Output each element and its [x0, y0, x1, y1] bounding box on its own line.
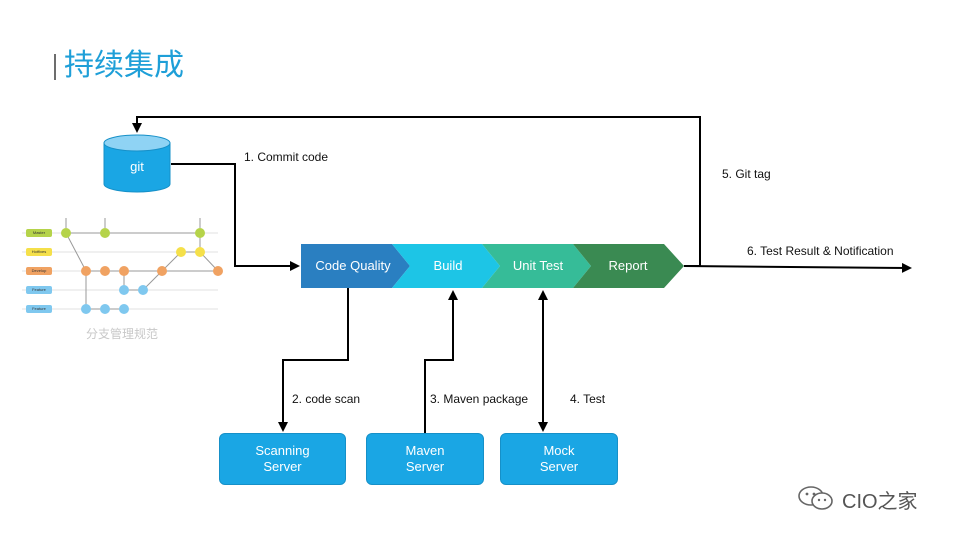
branch-diagram [22, 218, 223, 314]
mock-server-line2: Server [539, 459, 579, 474]
page-title: 持续集成 [64, 48, 184, 83]
scanning-server-line2: Server [263, 459, 302, 474]
stage-code-quality [301, 244, 410, 288]
step-code-scan-label: 2. code scan [292, 392, 361, 406]
step-maven-package-label: 3. Maven package [430, 392, 529, 406]
commit-arrow [171, 163, 300, 271]
stage-build [392, 244, 500, 288]
scanning-server-line1: Scanning [255, 443, 310, 458]
step-test-label: 4. Test [570, 392, 606, 406]
stage-label-build: Build [433, 258, 463, 273]
git-label: git [130, 159, 144, 174]
branch-tag-hotfixes: Hotfixes [26, 248, 52, 256]
stage-unit-test [482, 244, 591, 288]
notification-arrow [683, 262, 912, 273]
stage-label-unit-test: Unit Test [512, 258, 564, 273]
branch-diagram-caption: 分支管理规范 [86, 327, 159, 341]
branch-tag-develop: Develop [26, 267, 52, 275]
maven-server-line2: Server [405, 459, 445, 474]
step-git-tag-label: 5. Git tag [722, 167, 771, 181]
branch-tag-feature: Feature [26, 305, 52, 313]
maven-server-line1: Maven [405, 443, 445, 458]
mock-server-line1: Mock [543, 443, 575, 458]
step-notification-label: 6. Test Result & Notification [747, 244, 894, 258]
title-accent-bar [54, 54, 56, 80]
stage-report [573, 244, 684, 288]
step-commit-label: 1. Commit code [244, 150, 329, 164]
branch-tag-master: Master [26, 229, 52, 237]
stage-label-report: Report [608, 258, 648, 273]
git-tag-arrow [132, 116, 701, 267]
maven-package-arrow [424, 290, 458, 434]
code-scan-arrow [278, 288, 349, 432]
branch-tag-feature: Feature [26, 286, 52, 294]
wechat-icon [798, 486, 833, 510]
watermark-text: CIO之家 [842, 491, 918, 513]
git-repository-icon [103, 134, 171, 193]
stage-label-code-quality: Code Quality [315, 258, 391, 273]
